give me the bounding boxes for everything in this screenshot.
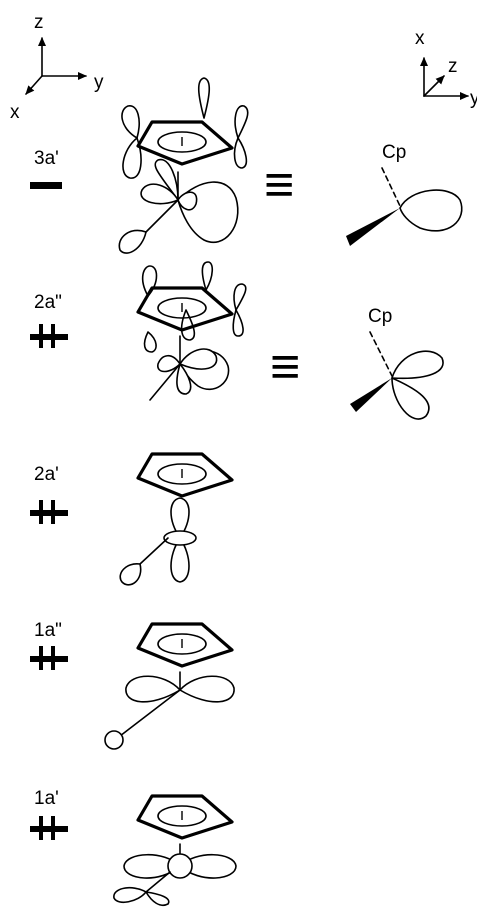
axis-label-x: x [10, 102, 20, 123]
axis-label-z-right: z [448, 56, 458, 77]
equivalence-symbol: ≡ [270, 338, 300, 396]
orbital-row-2a2: 2a" ≡ Cp [30, 261, 444, 420]
axes-left: z y x [10, 12, 104, 123]
axes-right: x z y [415, 28, 477, 109]
orbital-label: 2a' [34, 464, 59, 485]
energy-level-empty [30, 182, 62, 189]
axis-label-y: y [94, 72, 104, 93]
energy-level-filled [30, 500, 68, 524]
orbital-label: 1a" [34, 620, 62, 641]
orbital-row-3a1: 3a' ≡ Cp [30, 77, 463, 254]
axis-label-z: z [34, 12, 44, 33]
equivalence-symbol: ≡ [264, 156, 294, 214]
ligand-label-cp: Cp [382, 142, 406, 163]
orbital-label: 3a' [34, 148, 59, 169]
energy-level-filled [30, 324, 68, 348]
orbital-row-2a1: 2a' [30, 452, 234, 586]
orbital-label: 2a" [34, 292, 62, 313]
axis-label-y-right: y [470, 88, 477, 109]
ligand-label-cp: Cp [368, 306, 392, 327]
orbital-label: 1a' [34, 788, 59, 809]
energy-level-filled [30, 646, 68, 670]
axis-label-x-right: x [415, 28, 425, 49]
orbital-row-1a2: 1a" [30, 620, 235, 750]
energy-level-filled [30, 816, 68, 840]
orbital-row-1a1: 1a' [30, 788, 237, 907]
